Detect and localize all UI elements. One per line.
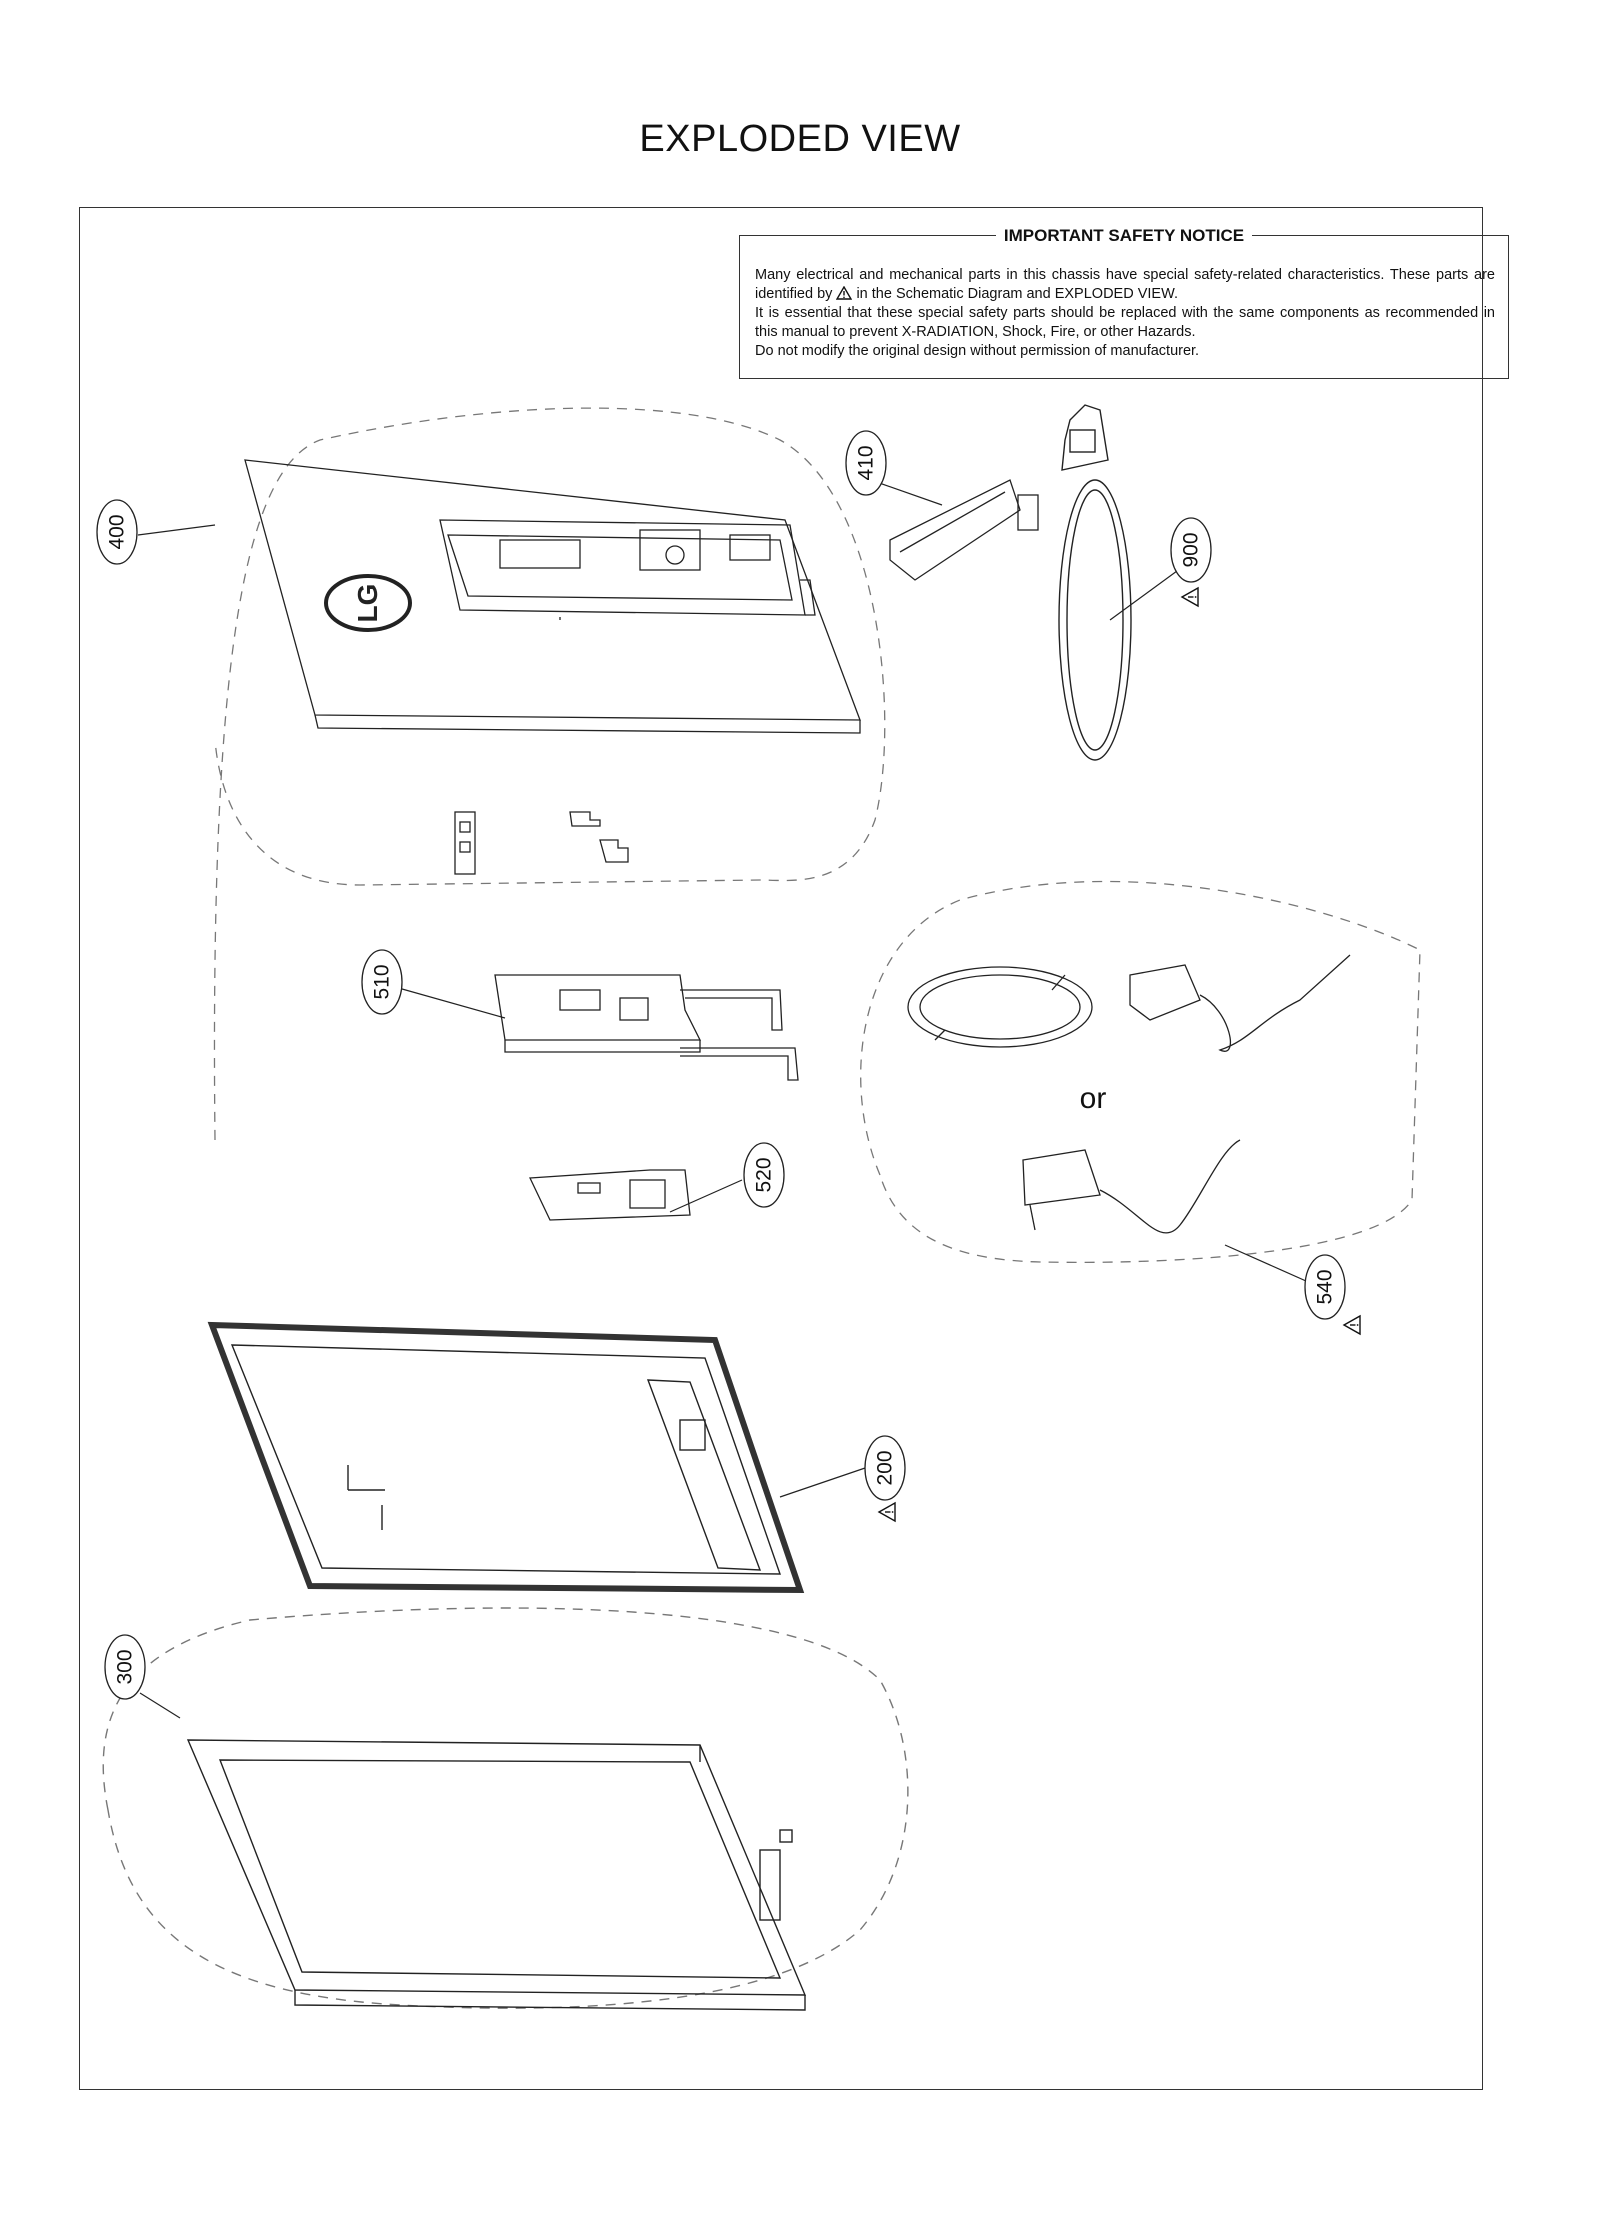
part-label-300: 300: [104, 1634, 146, 1700]
part-520-small-bracket: [529, 1169, 691, 1221]
safety-notice-box: IMPORTANT SAFETY NOTICE Many electrical …: [739, 226, 1509, 379]
svg-text:300: 300: [114, 1649, 137, 1684]
part-label-900: 900: [1170, 517, 1212, 583]
svg-text:540: 540: [1314, 1269, 1337, 1304]
adapter-option-or-text: or: [1080, 1082, 1107, 1115]
part-label-520: 520: [743, 1142, 785, 1208]
svg-text:520: 520: [753, 1157, 776, 1192]
svg-text:900: 900: [1180, 532, 1203, 567]
safety-notice-text-1b: in the Schematic Diagram and EXPLODED VI…: [856, 286, 1179, 302]
lg-logo-text: LG: [352, 584, 383, 623]
warning-triangle-icon: [1181, 587, 1199, 607]
warning-triangle-icon: [878, 1502, 896, 1522]
safety-notice-paragraph-1: Many electrical and mechanical parts in …: [755, 266, 1495, 304]
part-900-stand-base: [1058, 404, 1132, 761]
part-400-back-cover: [213, 407, 886, 1141]
safety-notice-title-wrap: IMPORTANT SAFETY NOTICE: [740, 226, 1508, 247]
page-title: EXPLODED VIEW: [639, 118, 961, 160]
part-label-510: 510: [361, 949, 403, 1015]
part-label-540: 540: [1304, 1254, 1346, 1320]
part-label-410: 410: [845, 430, 887, 496]
svg-text:200: 200: [874, 1450, 897, 1485]
drawing-frame: [79, 207, 1483, 2090]
part-200-lcd-module: [207, 1321, 805, 1594]
lg-logo: LG: [324, 574, 412, 632]
part-510-main-bracket: [494, 974, 799, 1081]
part-300-front-cabinet: [102, 1607, 909, 2011]
safety-notice-paragraph-3: Do not modify the original design withou…: [755, 343, 1200, 359]
safety-notice-paragraph-2: It is essential that these special safet…: [755, 305, 1495, 340]
warning-triangle-icon: [836, 286, 853, 300]
safety-notice-text-1a: Many electrical and mechanical parts in …: [755, 267, 1495, 302]
svg-text:410: 410: [855, 445, 878, 480]
warning-triangle-icon: [1343, 1315, 1361, 1335]
part-410-stand-neck: [889, 479, 1039, 581]
part-label-200: 200: [864, 1435, 906, 1501]
svg-text:400: 400: [106, 514, 129, 549]
leader-lines: [137, 477, 1316, 1719]
part-540-adapter-group: [860, 880, 1421, 1264]
safety-notice-title: IMPORTANT SAFETY NOTICE: [995, 226, 1253, 245]
svg-text:510: 510: [371, 964, 394, 999]
part-label-400: 400: [96, 499, 138, 565]
